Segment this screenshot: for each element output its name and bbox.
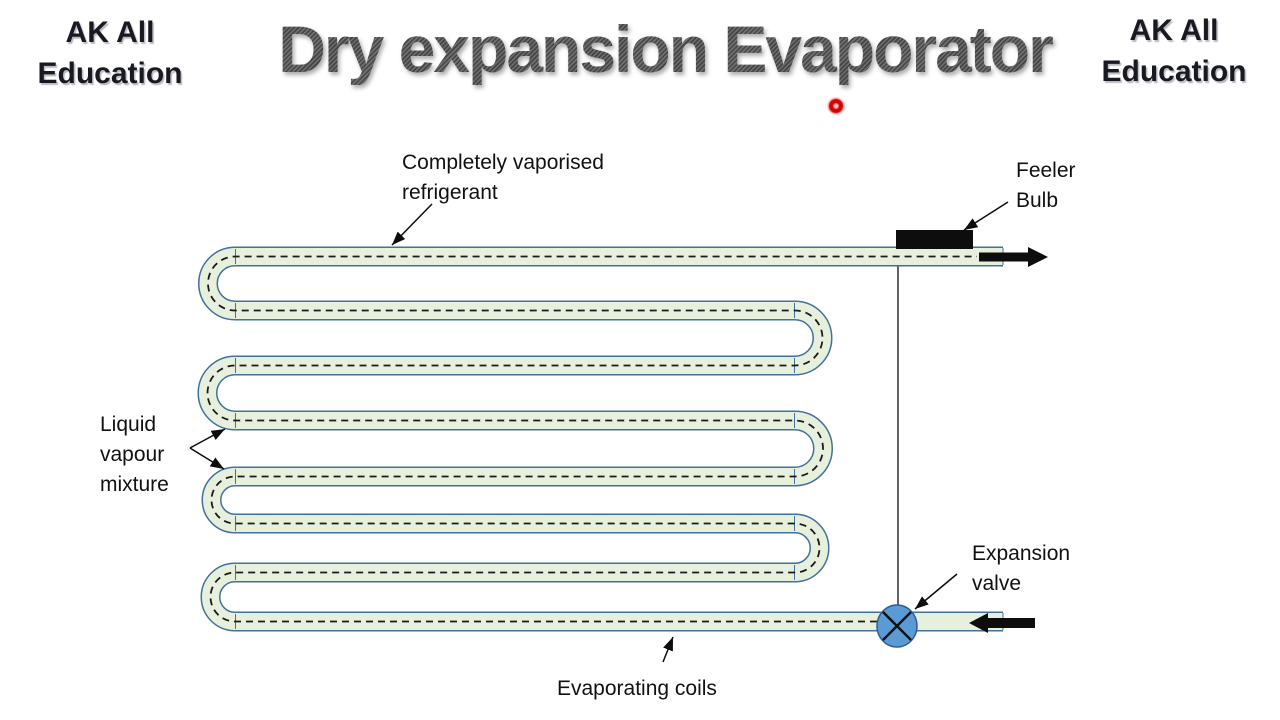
label-arrow-evaporating-coils [662,636,674,663]
outlet-arrow [979,247,1048,267]
label-liquid-vapour-mixture: Liquid vapour mixture [100,410,169,499]
label-line: mixture [100,472,169,496]
expansion-valve-symbol [876,604,918,648]
label-line: Feeler [1016,159,1076,182]
label-line: Expansion [972,542,1071,565]
feeler-bulb-shape [896,230,973,249]
label-line: Bulb [1016,188,1059,212]
label-expansion-valve: Expansion valve [972,539,1070,599]
label-line: Liquid [100,413,157,436]
refrigerant-flow-dashline [206,255,977,623]
label-arrow-feeler-bulb [963,201,1009,231]
inlet-arrow [969,613,1035,633]
label-line: valve [972,571,1022,595]
label-arrow-vaporised [391,203,433,246]
label-feeler-bulb: Feeler Bulb [1016,156,1076,216]
label-arrow-mixture-upper [189,428,226,449]
label-line: refrigerant [402,180,498,204]
label-arrow-mixture-lower [189,447,225,470]
brand-line-1: AK All [1129,14,1219,47]
brand-line-1: AK All [65,16,155,49]
label-evaporating-coils: Evaporating coils [557,674,717,704]
label-line: Completely vaporised [402,151,604,174]
label-arrow-expansion-valve [914,573,958,610]
label-vaporised-refrigerant: Completely vaporised refrigerant [402,148,604,208]
brand-line-2: Education [37,57,183,90]
brand-top-left: AK All Education [20,12,200,94]
page-title: Dry expansion Evaporator [268,13,1062,85]
label-pointer-arrows [189,201,1009,663]
laser-pointer-dot [827,97,845,115]
brand-line-2: Education [1101,55,1247,88]
label-line: Evaporating coils [557,677,717,700]
brand-top-right: AK All Education [1088,10,1260,92]
label-line: vapour [100,442,165,466]
